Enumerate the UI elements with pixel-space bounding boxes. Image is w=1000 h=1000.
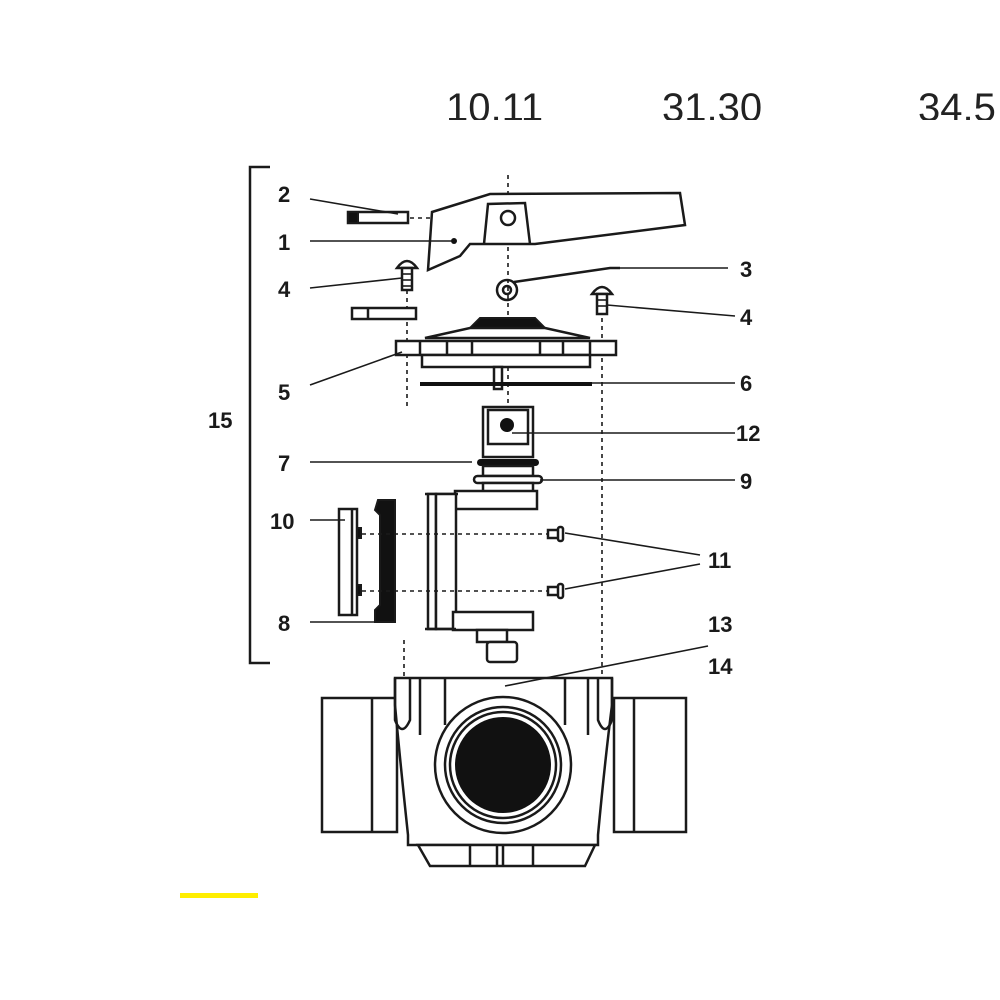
label-4a: 4 [278,277,291,302]
label-14: 14 [708,654,733,679]
spring-wire [495,266,620,302]
label-7: 7 [278,451,290,476]
label-13: 13 [708,612,732,637]
label-4b: 4 [740,305,753,330]
leader-11a [564,532,701,556]
label-5: 5 [278,380,290,405]
label-12: 12 [736,421,760,446]
label-1: 1 [278,230,290,255]
cropped-header-values: 10,11 31.30 34.5 [0,0,1000,120]
screw-right [589,285,615,316]
label-11: 11 [708,548,731,573]
leader-5 [309,351,403,386]
label-8: 8 [278,611,290,636]
rotor [425,489,539,664]
diverter-plate [337,507,362,617]
label-6: 6 [740,371,752,396]
label-15: 15 [208,408,232,433]
handle [426,191,687,272]
leader-11b [564,563,701,590]
label-2: 2 [278,182,290,207]
leader-4a [309,277,403,289]
lock-tab [350,306,418,321]
small-screw-lower [546,582,565,600]
cropped-value-1: 10,11 [446,86,544,120]
leader-4b [606,304,736,317]
cropped-value-2: 31.30 [662,86,763,120]
cover-plate [394,317,618,391]
label-9: 9 [740,469,752,494]
small-screw-upper [546,525,565,543]
seal [373,499,396,623]
leader-2 [309,198,399,215]
cropped-value-3: 34.5 [918,86,996,120]
assembly-bracket [248,165,270,665]
label-3: 3 [740,257,752,282]
label-10: 10 [270,509,294,534]
screw-left [394,259,420,292]
highlight-mark [180,893,258,898]
valve-body [320,676,688,868]
stem [481,405,535,459]
o-ring [477,459,539,466]
leader-13-14 [504,645,709,687]
